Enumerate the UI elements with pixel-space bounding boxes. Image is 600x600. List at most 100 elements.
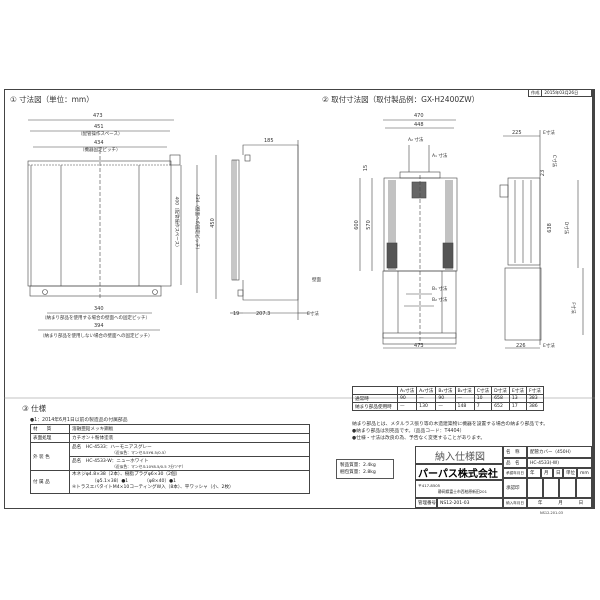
dim-451: 451 [94,124,104,130]
label-394: （納まり部品を使用しない場合の壁面への固定ピッチ） [40,334,153,339]
cell: 90 [396,394,418,403]
header-cell: C寸法 [473,386,493,395]
cell: 17 [508,402,527,411]
dim-207: 207.3 [256,311,271,317]
name-value: 配管カバー（450H） [527,446,592,458]
finish-value: カチオン＋粉体塗装 [69,433,310,443]
approver-label: 承認印 [503,478,527,498]
model-label: 品 名 [503,458,527,468]
company-name: パーパス株式会社 [415,464,503,480]
footer-code: NS12-201-03 [540,511,563,515]
dim-226: 226 [516,343,526,349]
table-row: 通常時 90 — 90 — 10 658 13 383 [352,394,544,403]
dim-434v: 434（壁面への固定ピッチ） [194,193,200,253]
label-434: （機器固定ピッチ） [80,148,121,153]
header-cell: A₁寸法 [396,386,418,395]
model-value: HC-4533(-W) [527,458,592,468]
created-label: 作成 [529,90,543,96]
header-cell: E寸法 [508,386,527,395]
month-label: 月 [541,468,553,478]
label-340: （納まり部品を使用する場合の壁面への固定ピッチ） [42,316,150,321]
cell: 386 [525,402,544,411]
color-label: 外 装 色 [30,442,70,471]
c-dim-label: C寸法 [551,154,557,168]
dim-185: 185 [264,138,274,144]
material-value: 溶融亜鉛メッキ鋼板 [69,424,310,434]
table-note: ●仕様・寸法は改良の為、予告なく変更することがあります。 [352,436,486,441]
packed-weight: 梱包質量：2.8kg [340,470,376,475]
finish-label: 表面処理 [30,433,70,443]
unit-label: 単位 [563,468,577,478]
cell: 148 [454,402,475,411]
dim-434: 434 [94,140,104,146]
cell: 652 [491,402,510,411]
dim-394: 394 [94,323,104,329]
cell: 7 [473,402,493,411]
day-label: 日 [553,468,563,478]
weight-box: 製品質量：2.4kg 梱包質量：2.8kg [336,459,394,479]
section2-title: ② 取付寸法図（取付製品例：GX-H2400ZW） [322,95,480,104]
mgmt-no-label: 管理番号 [415,498,437,508]
e-dim-label: E寸法 [307,312,319,317]
spec-table: 材 質 溶融亜鉛メッキ鋼板 表面処理 カチオン＋粉体塗装 外 装 色 品名 HC… [30,424,310,494]
section3-title: ③ 仕様 [22,404,47,413]
header-cell: B₂寸法 [454,386,475,395]
table-note: 納まり部品とは、メタルラス張り等の木造建築物に機器を設置する場合の納まり部品です… [352,422,549,427]
dim-473-bottom: 473 [414,343,424,349]
dim-638: 638 [546,223,553,233]
header-cell: D寸法 [491,386,510,395]
header-cell: F寸法 [525,386,544,395]
a2-label: A₂ 寸法 [408,138,424,143]
cell: 90 [435,394,456,403]
year-label: 年 [527,468,541,478]
header-cell: B₁寸法 [435,386,456,395]
created-date-box: 作成 2015年03月26日 [528,89,592,97]
e-bottom-label: E寸法 [543,344,555,349]
approver-stamp-1 [527,478,543,498]
approve-date-label: 承認年月日 [503,468,527,478]
cell: 383 [525,394,544,403]
dim-473: 473 [93,113,103,119]
dim-225: 225 [512,130,522,136]
row-label: 通常時 [352,394,398,403]
table-header-row: A₁寸法 A₂寸法 B₁寸法 B₂寸法 C寸法 D寸法 E寸法 F寸法 [352,386,544,395]
d-dim-label: D寸法 [563,221,569,235]
dim-570: 570 [365,220,372,230]
a1-label: A₁ 寸法 [432,154,448,159]
cell: 658 [491,394,510,403]
dim-23: 23 [540,169,547,177]
color-1: 品名 HC-4533：ハーモニアスグレー（近似色：マンセル5Y6.5/0.5） [69,442,310,457]
cell: 130 [416,402,437,411]
product-weight: 製品質量：2.4kg [340,463,376,468]
accessory-value: 木ネジφ4.8×38（2本）、樹脂プラグφ6×30（2個） （φ5.1×38）●… [69,470,310,494]
mgmt-no: NS12-201-03 [437,498,503,508]
cell: 10 [473,394,493,403]
dim-340: 340 [94,306,104,312]
label-451: （配管操作スペース） [78,132,123,137]
delivery-date-label: 納入年月日 [503,498,527,508]
e-top-label: E寸法 [543,131,555,136]
material-label: 材 質 [30,424,70,434]
dim-450: 450 [209,218,216,228]
b1-label: B₁ 寸法 [432,287,448,292]
table-note: ●納まり部品は別売品です。（品品コード：T4404） [352,429,465,434]
dim-15: 15 [363,164,370,172]
row-label: 納まり部品使用時 [352,402,398,411]
color-2: 品名 HC-4533-W：ニューホワイト（近似色：マンセル10Y8.5/0.5 … [69,456,310,471]
delivery-date: 年月日 [527,498,592,508]
dim-448: 448 [414,122,424,128]
drawing-frame [4,89,595,509]
dim-400: 400（配管操作スペース） [173,196,179,250]
f-dim-label: F寸法 [569,302,575,314]
section1-title: ① 寸法図（単位：mm） [10,95,94,104]
cell: — [396,402,418,411]
approver-stamp-4 [576,478,592,498]
dimension-table: A₁寸法 A₂寸法 B₁寸法 B₂寸法 C寸法 D寸法 E寸法 F寸法 通常時 … [352,386,544,411]
created-date: 2015年03月26日 [544,90,579,95]
cell: — [435,402,456,411]
header-cell [352,386,398,395]
doc-title: 納入仕様図 [415,446,503,464]
